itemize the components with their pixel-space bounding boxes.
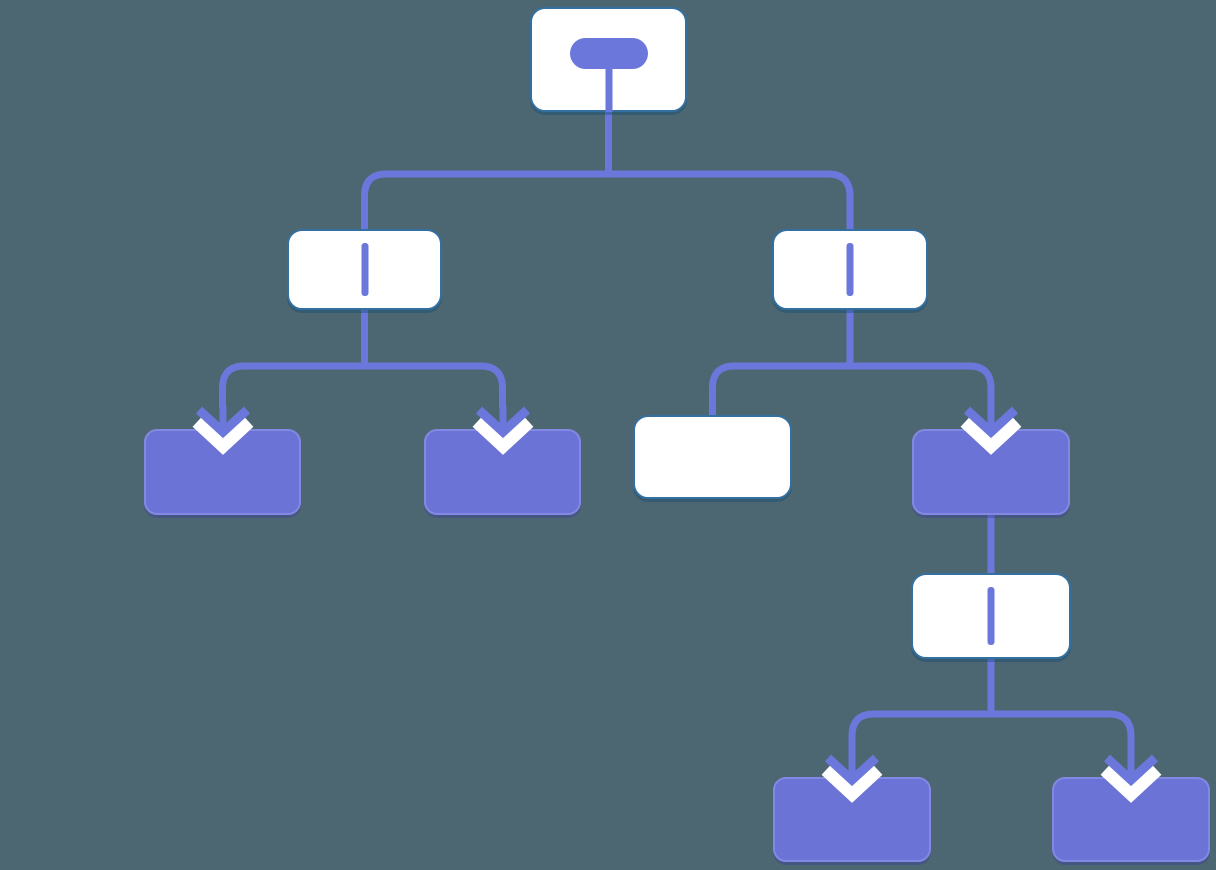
node-branch-left[interactable] xyxy=(287,229,442,310)
pass-through-line-icon xyxy=(987,587,995,645)
connector-line xyxy=(850,362,995,408)
node-branch-right[interactable] xyxy=(772,229,928,310)
connector-line xyxy=(361,170,609,231)
pass-through-line-icon xyxy=(846,243,854,296)
node-leaf-left-1[interactable] xyxy=(144,429,301,515)
chevron-down-arrow-icon xyxy=(1100,754,1162,803)
connector-line xyxy=(364,362,506,408)
connector-line xyxy=(709,362,850,417)
chevron-down-arrow-icon xyxy=(960,406,1022,455)
chevron-down-arrow-icon xyxy=(821,754,883,803)
pass-through-line-icon xyxy=(361,243,368,296)
node-branch-lower[interactable] xyxy=(911,573,1071,659)
connector-line xyxy=(991,710,1135,756)
chevron-down-arrow-icon xyxy=(192,406,253,455)
root-stem-line xyxy=(605,64,612,112)
connector-line xyxy=(219,362,365,408)
node-root[interactable] xyxy=(530,7,687,112)
connector-line xyxy=(848,710,991,756)
node-card-plain[interactable] xyxy=(633,415,792,499)
chevron-down-arrow-icon xyxy=(472,406,533,455)
root-pill-icon xyxy=(569,38,648,69)
connector-line xyxy=(608,170,854,231)
